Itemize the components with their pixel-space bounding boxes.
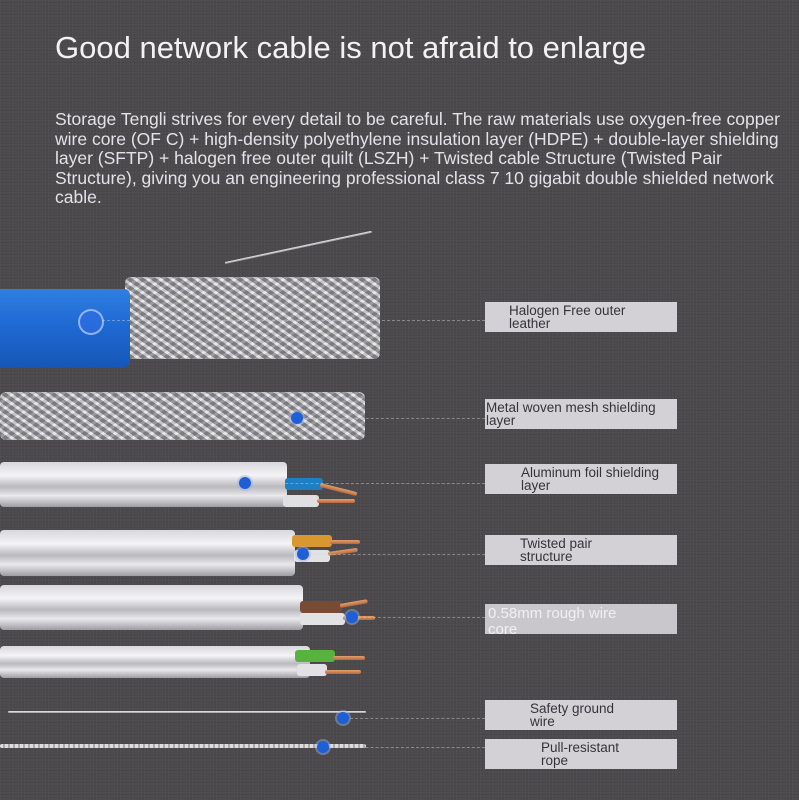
label-aluminum-foil-shielding: Aluminum foil shielding layer [485, 464, 677, 494]
copper-core [317, 499, 355, 503]
label-line: Pull-resistant [541, 740, 620, 755]
label-line: Aluminum foil shielding [521, 465, 660, 480]
label-line: Twisted pair [520, 536, 593, 551]
layer-marker-dot-icon [337, 712, 349, 724]
white-conductor [283, 495, 319, 507]
layer-marker-ring-icon [78, 309, 104, 335]
layer-marker-dot-icon [297, 548, 309, 560]
page-title: Good network cable is not afraid to enla… [55, 30, 647, 65]
leader-line [358, 617, 485, 618]
layer-marker-dot-icon [291, 412, 303, 424]
leader-line [250, 483, 485, 484]
ground-wire [8, 711, 366, 713]
label-line: 0.58mm rough wire [488, 605, 617, 622]
copper-core [319, 483, 358, 497]
label-metal-woven-mesh-shielding: Metal woven mesh shielding layer [485, 399, 677, 429]
copper-core [339, 599, 368, 608]
layer-marker-dot-icon [317, 741, 329, 753]
leader-line [350, 718, 485, 719]
label-line: Halogen Free outer [509, 303, 626, 318]
brown-conductor [300, 601, 342, 613]
copper-core [333, 656, 365, 660]
label-pull-resistant-rope: Pull-resistant rope [485, 739, 677, 769]
label-line: rope [541, 753, 569, 768]
product-description: Storage Tengli strives for every detail … [55, 109, 780, 207]
copper-core [343, 616, 375, 620]
white-conductor [297, 664, 327, 676]
label-line: Metal woven mesh shielding [486, 400, 656, 415]
copper-core [330, 540, 360, 544]
label-line: layer [486, 413, 516, 428]
leader-line [300, 418, 485, 419]
label-line: core [488, 621, 518, 638]
leader-line [330, 747, 485, 748]
layer-marker-dot-icon [239, 477, 251, 489]
green-conductor [295, 650, 335, 662]
leader-line [308, 554, 485, 555]
blue-outer-jacket [0, 289, 130, 367]
braid-shield-exposed [125, 277, 380, 359]
label-line: structure [520, 549, 573, 564]
blue-conductor [285, 478, 323, 490]
orange-conductor [292, 535, 332, 547]
braid-mesh-sleeve [0, 392, 365, 440]
label-halogen-free-outer-leather: Halogen Free outer leather [485, 302, 677, 332]
label-line: wire [530, 714, 555, 729]
leader-line [102, 320, 485, 321]
aluminum-foil-wrap [0, 585, 303, 630]
drain-wire-strand [224, 230, 372, 264]
label-line: leather [509, 316, 551, 331]
aluminum-foil-wrap [0, 646, 310, 678]
aluminum-foil-wrap [0, 530, 295, 576]
label-twisted-pair-structure: Twisted pair structure [485, 535, 677, 565]
label-rough-wire-core: 0.58mm rough wire core [485, 604, 677, 638]
label-safety-ground-wire: Safety ground wire [485, 700, 677, 730]
white-conductor [300, 613, 345, 625]
label-line: layer [521, 478, 551, 493]
copper-core [325, 670, 361, 674]
label-line: Safety ground [530, 701, 615, 716]
pull-rope [0, 744, 366, 748]
layer-marker-dot-icon [346, 611, 358, 623]
